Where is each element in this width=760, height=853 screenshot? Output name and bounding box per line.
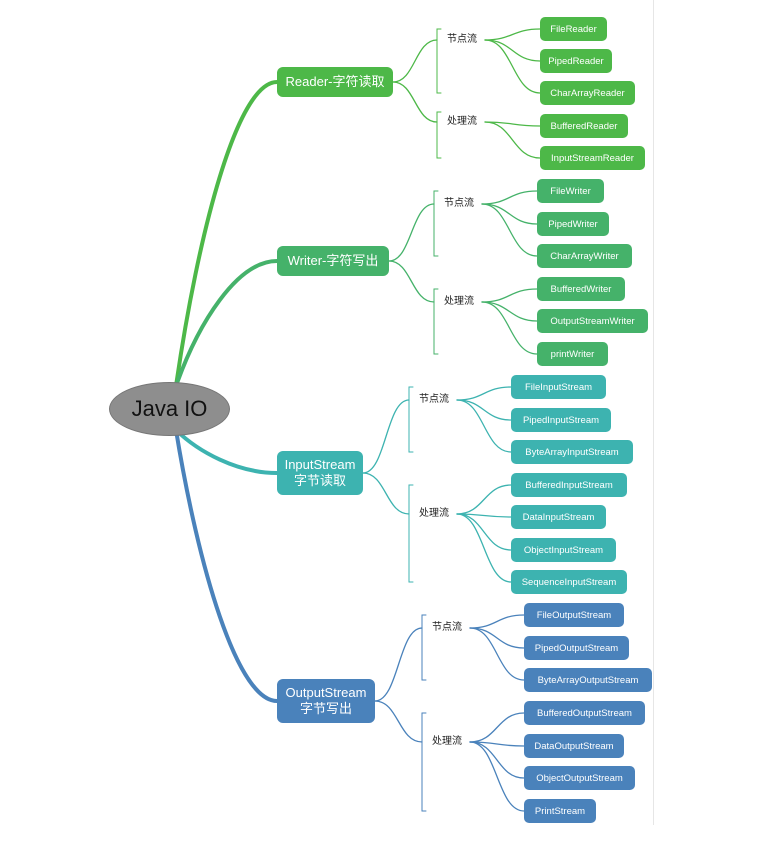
subgroup-label: 处理流 [444,296,474,307]
subgroup-label: 处理流 [447,116,477,127]
group-line [362,399,410,474]
subgroup-label: 处理流 [419,508,449,519]
leaf-line [481,288,538,303]
leaf-line [456,399,512,453]
leaf-node: BufferedReader [540,114,628,138]
root-node: Java IO [109,382,230,436]
subgroup-label: 处理流 [432,736,462,747]
branch-line-outputstream [174,428,279,703]
leaf-node: BufferedInputStream [511,473,627,497]
category-label-line: OutputStream [285,685,367,700]
category-label: Reader-字符读取 [286,74,385,90]
leaf-node: ObjectInputStream [511,538,616,562]
branch-line-inputstream [174,428,279,475]
category-label-line: 字节读取 [293,473,346,488]
leaf-line [481,203,538,257]
leaf-node: CharArrayReader [540,81,635,105]
branch-line-reader [174,80,279,388]
leaf-node: ObjectOutputStream [524,766,635,790]
leaf-line [456,386,512,401]
leaf-line [484,121,541,159]
group-line [362,472,410,515]
leaf-node: BufferedWriter [537,277,625,301]
root-label: Java IO [131,396,208,421]
leaf-node: PipedReader [540,49,612,73]
category-label: Writer-字符写出 [288,253,379,269]
leaf-node: PipedOutputStream [524,636,629,660]
leaf-node: FileOutputStream [524,603,624,627]
group-bracket [408,484,414,583]
leaf-node: PipedInputStream [511,408,611,432]
leaf-node: PrintStream [524,799,596,823]
leaf-node: BufferedOutputStream [524,701,645,725]
group-line [392,81,438,123]
leaf-line [456,484,512,515]
leaf-node: SequenceInputStream [511,570,627,594]
leaf-node: printWriter [537,342,608,366]
group-bracket [421,614,427,681]
category-label-line: Writer-字符写出 [287,253,379,268]
group-line [388,260,435,303]
leaf-line [469,741,525,812]
leaf-line [481,190,538,205]
category-label-line: 字节写出 [299,701,352,716]
subgroup-label: 节点流 [432,622,462,633]
group-bracket [436,111,442,159]
leaf-node: PipedWriter [537,212,609,236]
group-bracket [408,386,414,453]
group-line [374,700,423,743]
leaf-line [484,39,541,62]
divider [653,0,654,825]
leaf-node: OutputStreamWriter [537,309,648,333]
group-line [388,203,435,262]
subgroup-label: 节点流 [419,394,449,405]
leaf-node: ByteArrayInputStream [511,440,633,464]
leaf-node: DataInputStream [511,505,606,529]
leaf-line [456,513,512,583]
leaf-line [456,399,512,421]
group-bracket [436,28,442,94]
leaf-line [456,513,512,551]
subgroup-label: 节点流 [444,198,474,209]
category-node-reader: Reader-字符读取 [277,67,393,97]
leaf-node: FileWriter [537,179,604,203]
leaf-line [469,627,525,681]
group-bracket [433,190,439,257]
group-line [392,39,438,83]
category-node-writer: Writer-字符写出 [277,246,389,276]
group-bracket [433,288,439,355]
leaf-line [481,203,538,225]
group-bracket [421,712,427,812]
category-label-line: Reader-字符读取 [285,74,385,89]
leaf-node: FileReader [540,17,607,41]
leaf-node: ByteArrayOutputStream [524,668,652,692]
leaf-node: DataOutputStream [524,734,624,758]
leaf-line [481,301,538,355]
category-label-line: InputStream [284,457,356,472]
group-line [374,627,423,702]
branch-line-writer [174,259,279,388]
leaf-node: CharArrayWriter [537,244,632,268]
subgroup-label: 节点流 [447,34,477,45]
leaf-node: InputStreamReader [540,146,645,170]
leaf-line [469,614,525,629]
leaf-line [484,28,541,41]
leaf-node: FileInputStream [511,375,606,399]
leaf-line [484,39,541,94]
leaf-line [469,712,525,743]
leaf-line [481,301,538,322]
leaf-line [469,627,525,649]
leaf-line [469,741,525,779]
